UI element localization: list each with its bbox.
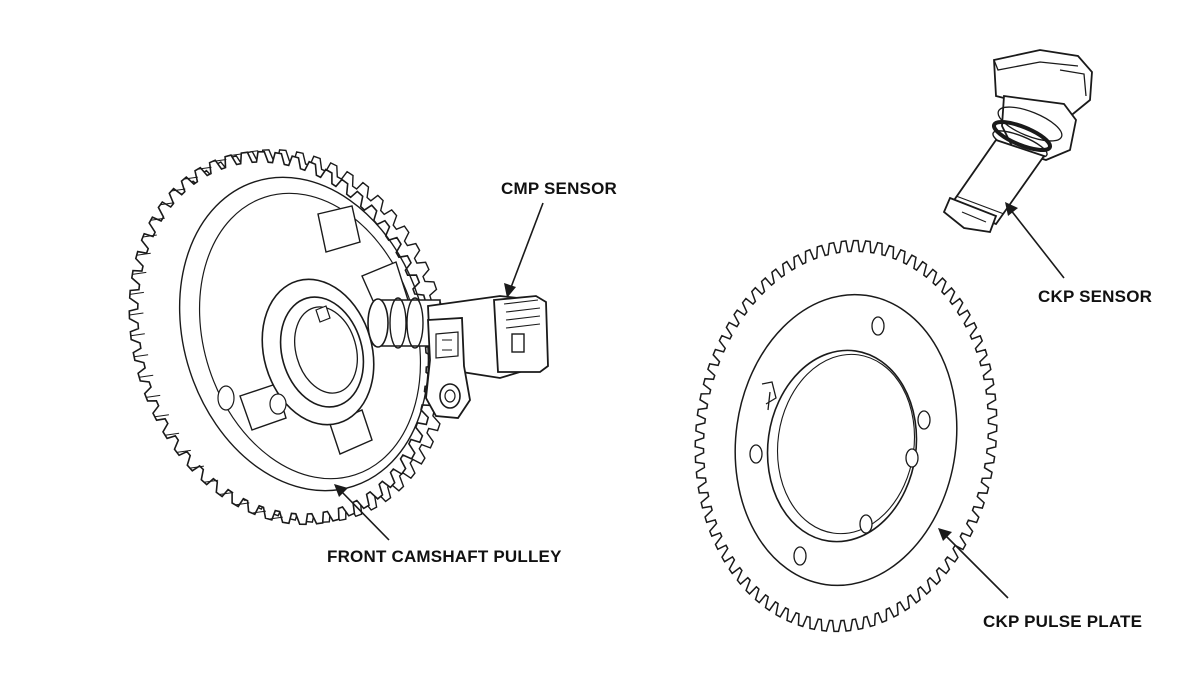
- front-camshaft-pulley-drawing: [128, 149, 450, 526]
- front-camshaft-pulley-leader-arrow: [334, 484, 390, 541]
- front-camshaft-pulley-label: FRONT CAMSHAFT PULLEY: [327, 547, 562, 566]
- ckp-pulse-plate-leader-arrow: [938, 528, 1009, 599]
- ckp-sensor-leader-arrow: [1005, 202, 1065, 279]
- cmp-sensor-leader-arrow: [504, 202, 544, 298]
- leader-arrows: [334, 202, 1065, 599]
- ckp-pulse-plate-label: CKP PULSE PLATE: [983, 612, 1143, 631]
- ckp-sensor-label: CKP SENSOR: [1038, 287, 1153, 306]
- cmp-sensor-label: CMP SENSOR: [501, 179, 617, 198]
- cmp-sensor-drawing: [367, 295, 549, 419]
- ckp-pulse-plate-drawing: [694, 239, 998, 633]
- ckp-sensor-drawing: [942, 49, 1093, 234]
